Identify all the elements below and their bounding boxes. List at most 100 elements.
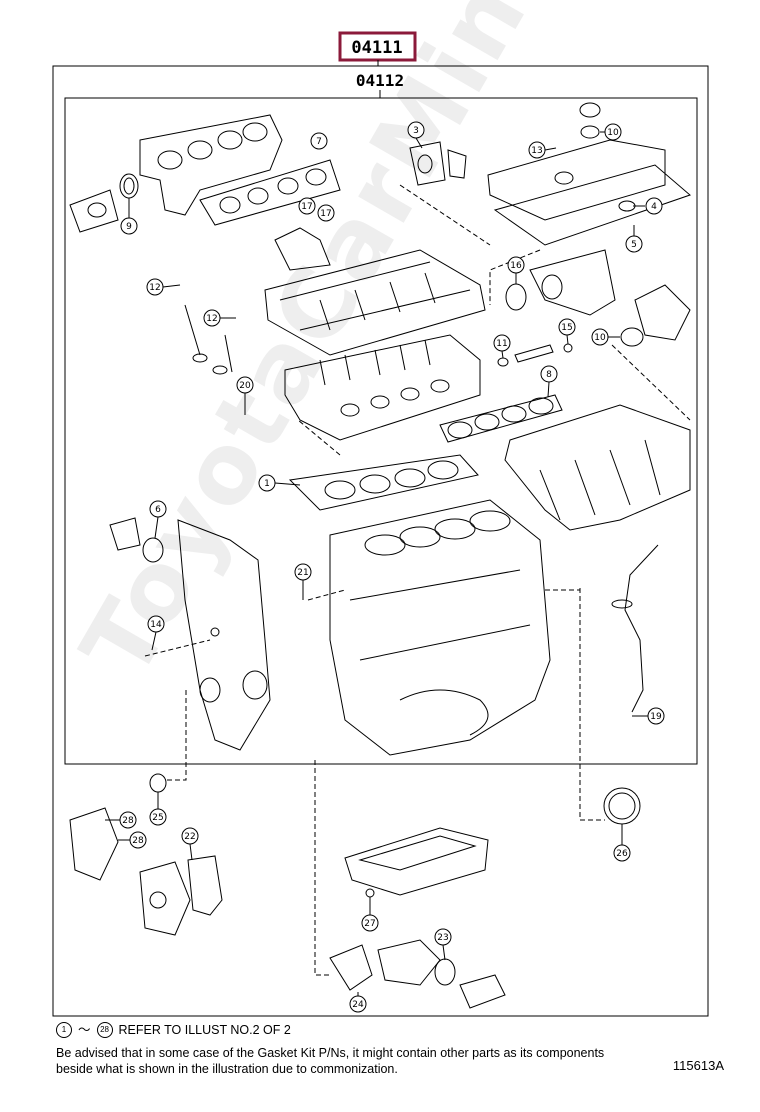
intake-gasket bbox=[439, 394, 563, 443]
dipstick-guide bbox=[624, 544, 659, 713]
callout-17a[interactable]: 17 bbox=[298, 197, 316, 215]
gasket-16 bbox=[505, 283, 527, 311]
intake-manifold bbox=[504, 404, 691, 531]
callout-4[interactable]: 4 bbox=[633, 197, 663, 215]
svg-text:5: 5 bbox=[631, 240, 637, 250]
svg-text:23: 23 bbox=[437, 933, 448, 943]
commonization-note: Be advised that in some case of the Gask… bbox=[56, 1046, 605, 1076]
svg-text:10: 10 bbox=[607, 128, 619, 138]
svg-text:14: 14 bbox=[150, 620, 162, 630]
callout-22[interactable]: 22 bbox=[181, 827, 199, 861]
camshaft-housing bbox=[264, 227, 486, 356]
inner-frame bbox=[64, 97, 698, 765]
svg-text:28: 28 bbox=[122, 816, 134, 826]
callout-1[interactable]: 1 bbox=[258, 474, 301, 492]
oil-pan bbox=[344, 827, 489, 896]
svg-text:22: 22 bbox=[184, 832, 195, 842]
svg-text:13: 13 bbox=[531, 146, 542, 156]
callout-28a[interactable]: 28 bbox=[105, 811, 137, 829]
sub-code[interactable]: 04112 bbox=[356, 71, 404, 90]
seal-25 bbox=[149, 773, 167, 793]
svg-text:24: 24 bbox=[352, 1000, 364, 1010]
callout-8[interactable]: 8 bbox=[540, 365, 558, 398]
svg-text:1: 1 bbox=[264, 479, 270, 489]
water-inlet bbox=[459, 974, 506, 1009]
callout-12-lower[interactable]: 12 bbox=[203, 309, 236, 327]
main-code[interactable]: 04111 bbox=[351, 38, 402, 58]
range-start-badge: 1 bbox=[56, 1022, 72, 1038]
gasket-27 bbox=[365, 888, 375, 898]
vvt-cover bbox=[409, 141, 446, 186]
callout-6[interactable]: 6 bbox=[149, 500, 167, 539]
refer-text: REFER TO ILLUST NO.2 OF 2 bbox=[118, 1023, 291, 1037]
throttle-body bbox=[529, 249, 616, 316]
callout-11[interactable]: 11 bbox=[493, 334, 511, 359]
callout-7[interactable]: 7 bbox=[310, 132, 328, 150]
svg-text:19: 19 bbox=[650, 712, 662, 722]
callout-24[interactable]: 24 bbox=[349, 992, 367, 1013]
svg-text:8: 8 bbox=[546, 370, 552, 380]
svg-text:9: 9 bbox=[126, 222, 132, 232]
gasket-22 bbox=[187, 855, 223, 916]
svg-text:27: 27 bbox=[364, 919, 375, 929]
svg-text:12: 12 bbox=[206, 314, 217, 324]
svg-text:10: 10 bbox=[594, 333, 606, 343]
range-end-badge: 28 bbox=[96, 1022, 113, 1038]
callout-27[interactable]: 27 bbox=[361, 897, 379, 932]
water-outlet bbox=[109, 517, 141, 551]
svg-text:6: 6 bbox=[155, 505, 161, 515]
callout-17b[interactable]: 17 bbox=[317, 204, 335, 222]
dashed-leaders bbox=[144, 184, 691, 976]
callout-15[interactable]: 15 bbox=[558, 318, 576, 345]
range-separator: ～ bbox=[78, 1023, 91, 1037]
timing-cover bbox=[177, 519, 271, 751]
svg-text:7: 7 bbox=[316, 137, 322, 147]
thermostat-ring bbox=[434, 958, 456, 986]
cylinder-head bbox=[284, 334, 481, 441]
head-cover bbox=[487, 102, 691, 246]
cylinder-block bbox=[329, 499, 551, 756]
svg-text:20: 20 bbox=[239, 381, 251, 391]
svg-text:17: 17 bbox=[320, 209, 331, 219]
water-pump-housing bbox=[69, 807, 119, 881]
svg-text:26: 26 bbox=[616, 849, 628, 859]
callout-21[interactable]: 21 bbox=[294, 563, 312, 600]
callout-14[interactable]: 14 bbox=[147, 615, 165, 651]
callout-20[interactable]: 20 bbox=[236, 376, 254, 415]
air-duct bbox=[634, 284, 691, 341]
part-drawings bbox=[69, 102, 691, 1009]
svg-text:4: 4 bbox=[651, 202, 657, 212]
callout-12-upper[interactable]: 12 bbox=[146, 278, 181, 296]
callout-23[interactable]: 23 bbox=[434, 928, 452, 961]
svg-text:16: 16 bbox=[510, 261, 522, 271]
callout-26[interactable]: 26 bbox=[613, 824, 631, 862]
callout-10-top[interactable]: 10 bbox=[600, 123, 622, 141]
svg-text:25: 25 bbox=[152, 813, 163, 823]
callout-16[interactable]: 16 bbox=[507, 256, 525, 284]
svg-text:21: 21 bbox=[297, 568, 308, 578]
valve-1 bbox=[184, 304, 201, 356]
illustration-id: 115613A bbox=[672, 1058, 724, 1073]
gasket-10 bbox=[620, 327, 644, 347]
callouts: 1 3 4 5 6 7 8 9 10 10 11 12 12 13 14 15 … bbox=[105, 121, 665, 1013]
callout-9[interactable]: 9 bbox=[120, 198, 138, 235]
o-ring-15 bbox=[563, 343, 573, 353]
svg-text:12: 12 bbox=[149, 283, 160, 293]
water-pump bbox=[139, 861, 191, 936]
callout-19[interactable]: 19 bbox=[632, 707, 665, 725]
svg-text:17: 17 bbox=[301, 202, 312, 212]
callout-28b[interactable]: 28 bbox=[118, 831, 147, 849]
thermostat-housing bbox=[377, 939, 441, 986]
refer-line: 1 ～ 28 REFER TO ILLUST NO.2 OF 2 bbox=[56, 1022, 291, 1038]
svg-text:15: 15 bbox=[561, 323, 572, 333]
exhaust-manifold bbox=[69, 114, 283, 233]
callout-25[interactable]: 25 bbox=[149, 792, 167, 826]
callout-5[interactable]: 5 bbox=[625, 225, 643, 253]
svg-text:28: 28 bbox=[132, 836, 144, 846]
callout-10-right[interactable]: 10 bbox=[591, 328, 620, 346]
thermostat-gasket bbox=[329, 944, 373, 991]
callout-13[interactable]: 13 bbox=[528, 141, 557, 159]
callout-3[interactable]: 3 bbox=[407, 121, 425, 149]
svg-text:11: 11 bbox=[496, 339, 507, 349]
